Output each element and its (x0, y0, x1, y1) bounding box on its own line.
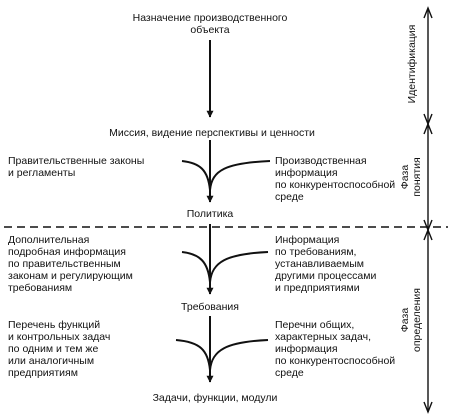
curve-right-common-tasks (209, 339, 269, 371)
input-common-tasks: Перечни общих, характерных задач, информ… (275, 319, 396, 379)
curve-right-production-info (209, 160, 271, 191)
input-production-info: Производственная информация по конкурент… (275, 155, 396, 203)
curve-left-gov-laws (181, 160, 211, 191)
node-requirements: Требования (181, 301, 239, 313)
node-purpose: Назначение производственного объекта (132, 12, 288, 36)
phase-arrow-up-concept (423, 122, 433, 135)
phase-label-definition: Фаза определения (399, 288, 423, 352)
curve-left-additional-info (181, 251, 211, 283)
input-functions-list: Перечень функций и контрольных задач по … (8, 319, 111, 379)
phase-arrow-up-definition (423, 228, 433, 241)
curve-right-requirements-info (209, 251, 269, 283)
node-policy: Политика (186, 208, 234, 220)
curve-left-functions-list (175, 339, 211, 371)
node-mission: Миссия, видение перспективы и ценности (109, 127, 315, 139)
phase-label-identification: Идентификация (406, 24, 418, 104)
input-requirements-info: Информация по требованиям, устанавливаем… (275, 234, 377, 294)
node-tasks: Задачи, функции, модули (152, 392, 278, 404)
phase-arrow-down-bottom (423, 401, 433, 414)
input-gov-laws: Правительственные законы и регламенты (8, 155, 145, 179)
input-additional-info: Дополнительная подробная информация по п… (8, 234, 133, 294)
phase-label-concept: Фаза понятия (399, 157, 423, 197)
phase-arrow-up-top (423, 6, 433, 19)
